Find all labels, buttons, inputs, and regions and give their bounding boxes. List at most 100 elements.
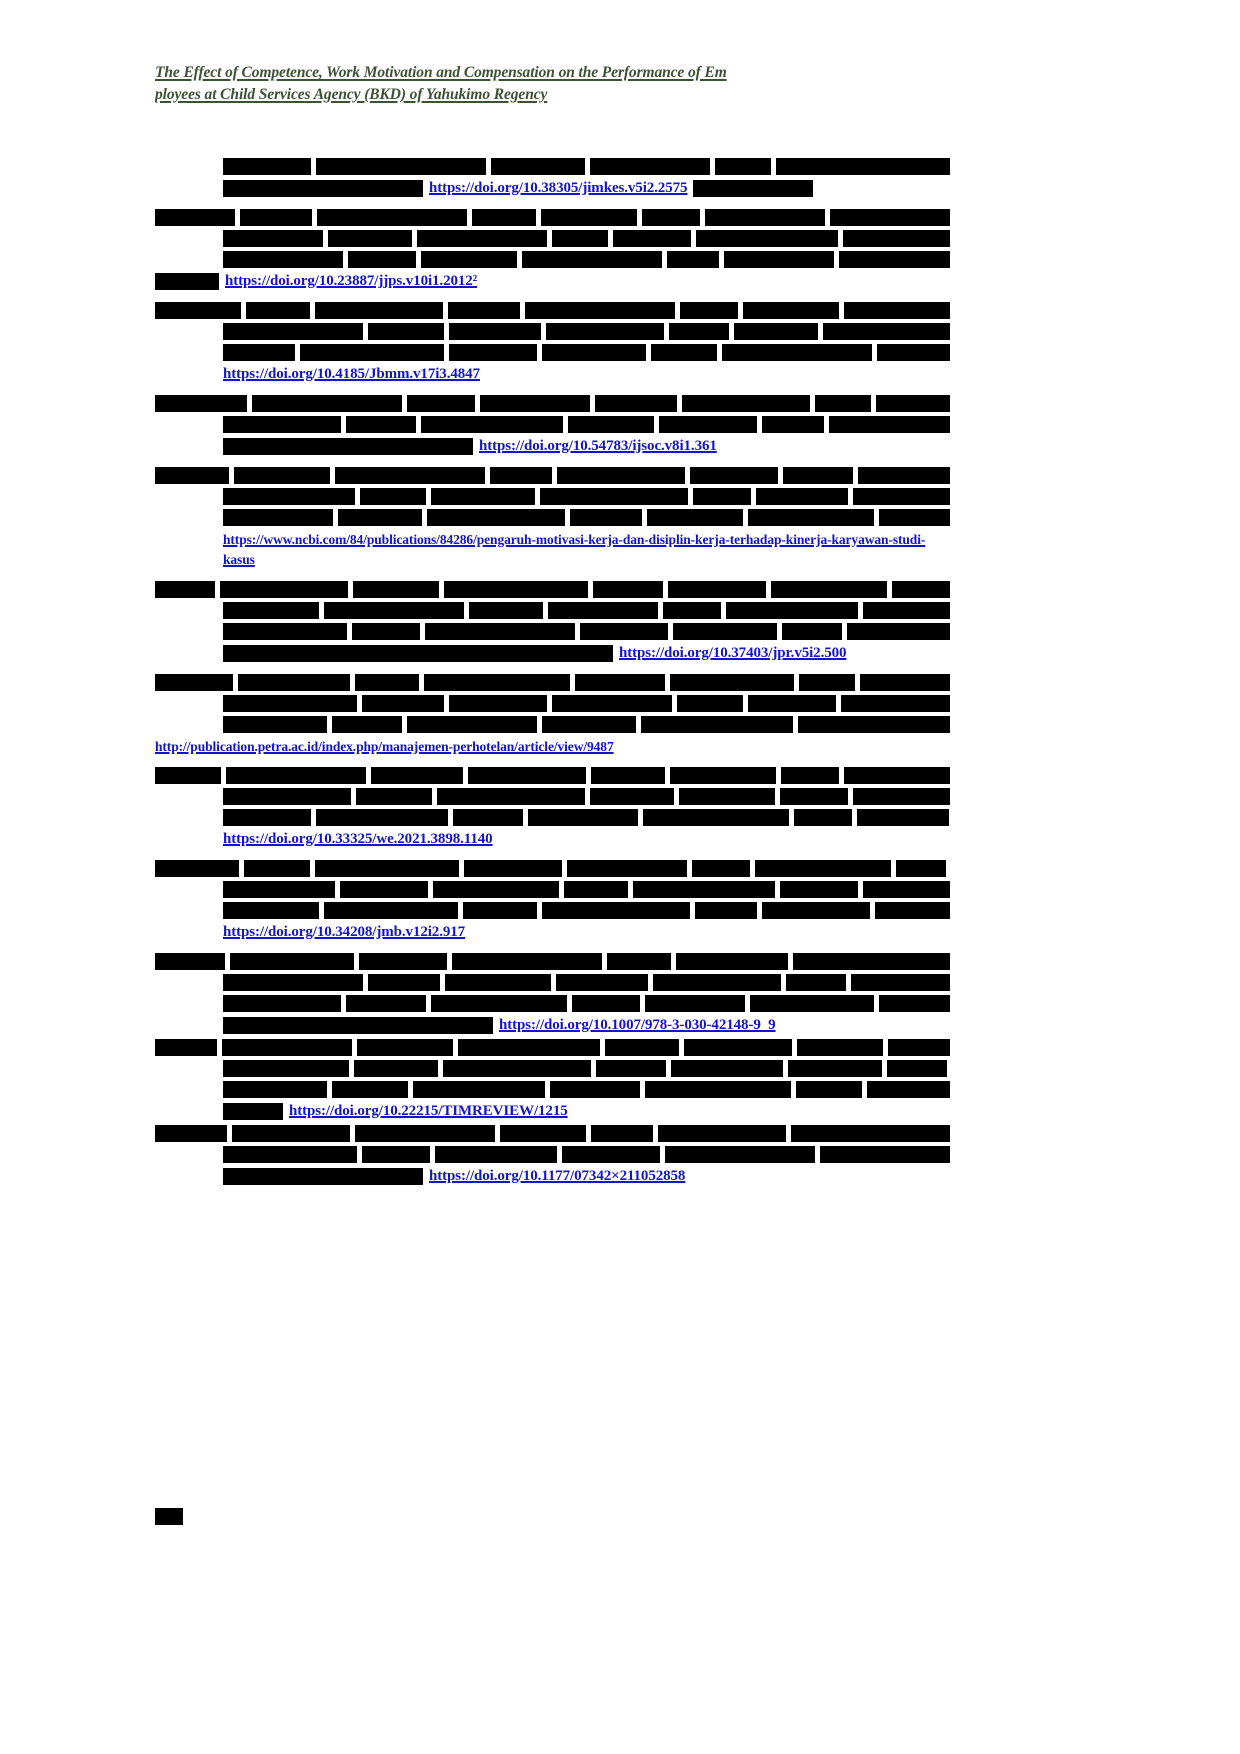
redacted-word — [696, 230, 838, 247]
redacted-word — [839, 251, 950, 268]
doi-link[interactable]: https://doi.org/10.1007/978-3-030-42148-… — [499, 1017, 776, 1033]
redacted-word — [220, 581, 348, 598]
redacted-word — [223, 488, 355, 505]
redacted-word — [888, 1039, 950, 1056]
redacted-word — [844, 302, 950, 319]
redacted-word — [155, 395, 247, 412]
redacted-word — [338, 509, 422, 526]
redacted-word — [155, 581, 215, 598]
redacted-word — [762, 902, 870, 919]
redacted-word — [368, 974, 440, 991]
redacted-word — [332, 716, 402, 733]
redacted-word — [570, 509, 642, 526]
doi-link[interactable]: https://doi.org/10.4185/Jbmm.v17i3.4847 — [223, 366, 480, 382]
redacted-word — [435, 1146, 557, 1163]
redacted-word — [853, 788, 950, 805]
redacted-word — [568, 416, 654, 433]
redacted-word — [223, 645, 613, 662]
redacted-word — [548, 602, 658, 619]
redacted-word — [223, 158, 311, 175]
doi-link[interactable]: https://doi.org/10.34208/jmb.v12i2.917 — [223, 924, 466, 940]
redacted-word — [300, 344, 444, 361]
redacted-word — [223, 716, 327, 733]
doi-link[interactable]: https://doi.org/10.37403/jpr.v5i2.500 — [619, 645, 847, 661]
redacted-word — [464, 860, 562, 877]
redacted-word — [223, 602, 319, 619]
redacted-word — [860, 674, 950, 691]
redacted-word — [449, 695, 547, 712]
reference-entry: https://doi.org/10.33325/we.2021.3898.11… — [155, 767, 955, 849]
redacted-word — [693, 180, 814, 197]
redacted-word — [360, 488, 426, 505]
redacted-text-line — [223, 1146, 955, 1163]
redacted-word — [793, 953, 950, 970]
redacted-word — [633, 881, 775, 898]
doi-link[interactable]: https://doi.org/10.33325/we.2021.3898.11… — [223, 831, 493, 847]
redacted-word — [572, 995, 640, 1012]
doi-link[interactable]: http://publication.petra.ac.id/index.php… — [155, 739, 614, 754]
redacted-text-line — [223, 974, 955, 991]
reference-link-row: https://doi.org/10.34208/jmb.v12i2.917 — [223, 923, 955, 942]
redacted-word — [858, 467, 950, 484]
redacted-word — [357, 1039, 453, 1056]
redacted-word — [705, 209, 825, 226]
doi-link[interactable]: https://doi.org/10.1177/07342×211052858 — [429, 1168, 686, 1184]
redacted-word — [355, 1125, 495, 1142]
redacted-text-line — [223, 488, 955, 505]
reference-link-row: https://doi.org/10.22215/TIMREVIEW/1215 — [223, 1102, 955, 1121]
redacted-text-line — [223, 716, 955, 733]
redacted-word — [348, 251, 416, 268]
redacted-word — [556, 974, 648, 991]
redacted-word — [782, 623, 842, 640]
redacted-word — [353, 581, 439, 598]
redacted-word — [786, 974, 846, 991]
reference-link-row: https://doi.org/10.1177/07342×211052858 — [223, 1167, 955, 1186]
reference-entry: https://doi.org/10.54783/ijsoc.v8i1.361 — [155, 395, 955, 456]
redacted-word — [453, 809, 523, 826]
redacted-text-line — [223, 902, 955, 919]
redacted-text-line — [155, 302, 955, 319]
redacted-word — [500, 1125, 586, 1142]
redacted-word — [355, 674, 419, 691]
redacted-word — [546, 323, 664, 340]
redacted-word — [226, 767, 366, 784]
redacted-text-line — [223, 881, 955, 898]
redacted-word — [762, 416, 824, 433]
doi-link[interactable]: https://doi.org/10.22215/TIMREVIEW/1215 — [289, 1103, 568, 1119]
redacted-word — [653, 974, 781, 991]
doi-link[interactable]: https://doi.org/10.23887/jjps.v10i1.2012… — [225, 273, 478, 289]
redacted-word — [843, 230, 950, 247]
redacted-word — [522, 251, 662, 268]
redacted-word — [668, 581, 766, 598]
doi-link[interactable]: https://doi.org/10.38305/jimkes.v5i2.257… — [429, 180, 688, 196]
redacted-word — [223, 788, 351, 805]
redacted-word — [750, 995, 874, 1012]
doi-link[interactable]: https://doi.org/10.54783/ijsoc.v8i1.361 — [479, 438, 717, 454]
redacted-word — [788, 1060, 882, 1077]
redacted-word — [875, 902, 950, 919]
redacted-word — [844, 767, 950, 784]
redacted-word — [315, 860, 459, 877]
redacted-word — [230, 953, 354, 970]
reference-link-row: https://doi.org/10.54783/ijsoc.v8i1.361 — [223, 437, 955, 456]
redacted-word — [240, 209, 312, 226]
redacted-word — [780, 788, 848, 805]
redacted-word — [223, 623, 347, 640]
redacted-word — [677, 695, 743, 712]
doi-link[interactable]: https://www.ncbi.com/84/publications/842… — [223, 532, 926, 567]
redacted-word — [799, 674, 855, 691]
redacted-word — [693, 488, 751, 505]
redacted-word — [847, 623, 950, 640]
redacted-text-line — [223, 509, 955, 526]
reference-entry: https://doi.org/10.34208/jmb.v12i2.917 — [155, 860, 955, 942]
redacted-word — [449, 323, 541, 340]
redacted-word — [641, 716, 793, 733]
redacted-word — [830, 209, 950, 226]
redacted-word — [851, 974, 950, 991]
redacted-word — [223, 1017, 493, 1034]
redacted-word — [424, 674, 570, 691]
reference-link-row: https://doi.org/10.1007/978-3-030-42148-… — [223, 1016, 955, 1035]
redacted-word — [421, 251, 517, 268]
redacted-word — [356, 788, 432, 805]
redacted-word — [748, 509, 874, 526]
